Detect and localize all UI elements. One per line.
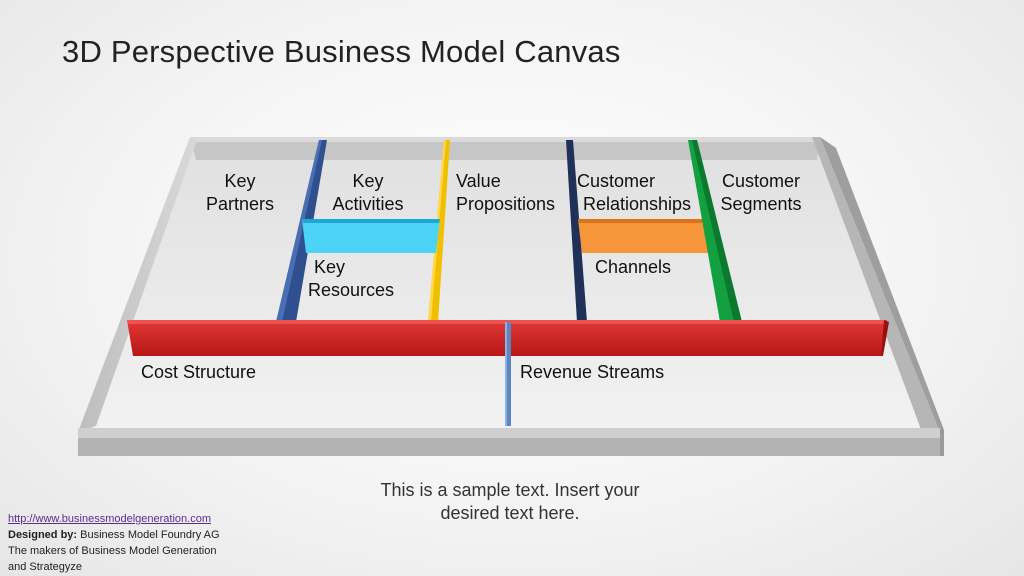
- channels-bar: [578, 219, 716, 253]
- channels-label: Channels: [594, 257, 672, 277]
- customer-divider: [566, 140, 587, 322]
- board-floor: [84, 140, 930, 432]
- board-front-edge: [78, 428, 940, 438]
- credits-line-4: and Strategyze: [8, 561, 82, 573]
- designed-by-value: Business Model Foundry AG: [80, 529, 220, 541]
- credits: http://www.businessmodelgeneration.com D…: [8, 511, 220, 575]
- cost-structure-label: Cost Structure: [141, 362, 257, 382]
- board-left-wall: [78, 137, 198, 432]
- key-activities-bar: [302, 219, 440, 253]
- sample-text: This is a sample text. Insert your desir…: [380, 480, 640, 523]
- website-link[interactable]: http://www.businessmodelgeneration.com: [8, 513, 211, 525]
- designed-by-label: Designed by:: [8, 529, 78, 541]
- revenue-streams-label: Revenue Streams: [520, 362, 665, 382]
- revenue-streams-divider: [505, 322, 511, 426]
- credits-line-3: The makers of Business Model Generation: [8, 545, 217, 557]
- board-right-wall: [812, 137, 940, 432]
- slide-title: 3D Perspective Business Model Canvas: [62, 34, 621, 69]
- board-back-wall: [190, 137, 820, 160]
